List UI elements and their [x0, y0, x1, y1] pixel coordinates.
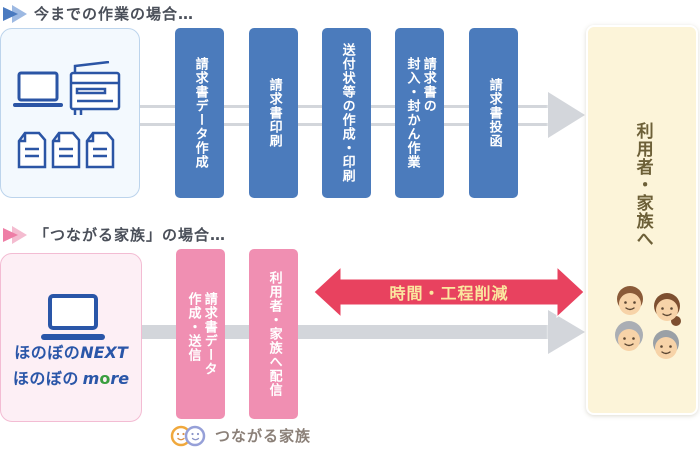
tsunagaru-section-header: 「つながる家族」の場合…: [2, 224, 226, 245]
tsunagaru-flow-arrow-icon: [548, 310, 585, 354]
step-label: 作成・送信: [185, 292, 201, 362]
tsunagaru-section-title: 「つながる家族」の場合…: [34, 226, 227, 244]
step-label: 請求書印刷: [266, 78, 282, 148]
family-illustration: [615, 286, 681, 359]
step-envelope-sealing: 請求書の 封入・封かん作業: [395, 28, 444, 198]
two-smileys-icon: [170, 425, 206, 447]
step-label: 請求書の: [420, 57, 436, 113]
office-equipment-icons: [13, 61, 121, 169]
double-arrow-right-icon: [3, 225, 27, 244]
double-arrow-right-icon: [3, 4, 27, 23]
woman-face: [654, 293, 681, 326]
grandpa-face: [653, 330, 679, 359]
step-label: 利用者・家族へ配信: [266, 271, 282, 397]
laptop-icon: [13, 71, 63, 107]
laptop-icon: [41, 294, 105, 340]
step-invoice-printing: 請求書印刷: [249, 28, 298, 198]
copier-icon: [69, 61, 121, 115]
double-headed-arrow-icon: [314, 266, 584, 318]
tsunagaru-source-box: ほのぼのNEXT ほのぼの more: [0, 253, 142, 422]
step-cover-letter-creation: 送付状等の作成・印刷: [322, 28, 371, 198]
step-invoice-posting: 請求書投函: [469, 28, 518, 198]
tsunagaru-kazoku-logo: つながる家族: [170, 423, 311, 448]
step-label: 請求書投函: [486, 78, 502, 148]
tsunagaru-flow-connector: [140, 325, 556, 339]
step-deliver-to-family: 利用者・家族へ配信: [249, 249, 298, 419]
reduction-arrow: 時間・工程削減: [314, 266, 584, 318]
step-invoice-data-creation: 請求書データ作成: [175, 28, 224, 198]
step-label: 請求書データ: [201, 292, 217, 376]
step-label: 封入・封かん作業: [404, 57, 420, 169]
step-invoice-data-send: 請求書データ 作成・送信: [176, 249, 225, 419]
step-label: 請求書データ作成: [192, 57, 208, 169]
legacy-flow-arrow-icon: [548, 92, 585, 138]
honobono-logo: ほのぼのNEXT ほのぼの more: [1, 340, 141, 391]
grandma-face: [615, 321, 643, 351]
legacy-source-box: [0, 28, 140, 198]
brand-text: つながる家族: [215, 427, 312, 445]
destination-box: 利用者・家族へ: [586, 25, 698, 415]
man-face: [617, 286, 643, 315]
step-label: 送付状等の作成・印刷: [339, 43, 355, 183]
destination-label: 利用者・家族へ: [632, 122, 653, 248]
legacy-section-header: 今までの作業の場合…: [2, 3, 194, 24]
honobono-next-logo: ほのぼのNEXT: [14, 343, 128, 362]
legacy-section-title: 今までの作業の場合…: [34, 5, 195, 23]
documents-icon: [17, 131, 115, 169]
honobono-more-logo: ほのぼの more: [12, 368, 130, 388]
reduction-label: 時間・工程削減: [389, 284, 509, 303]
